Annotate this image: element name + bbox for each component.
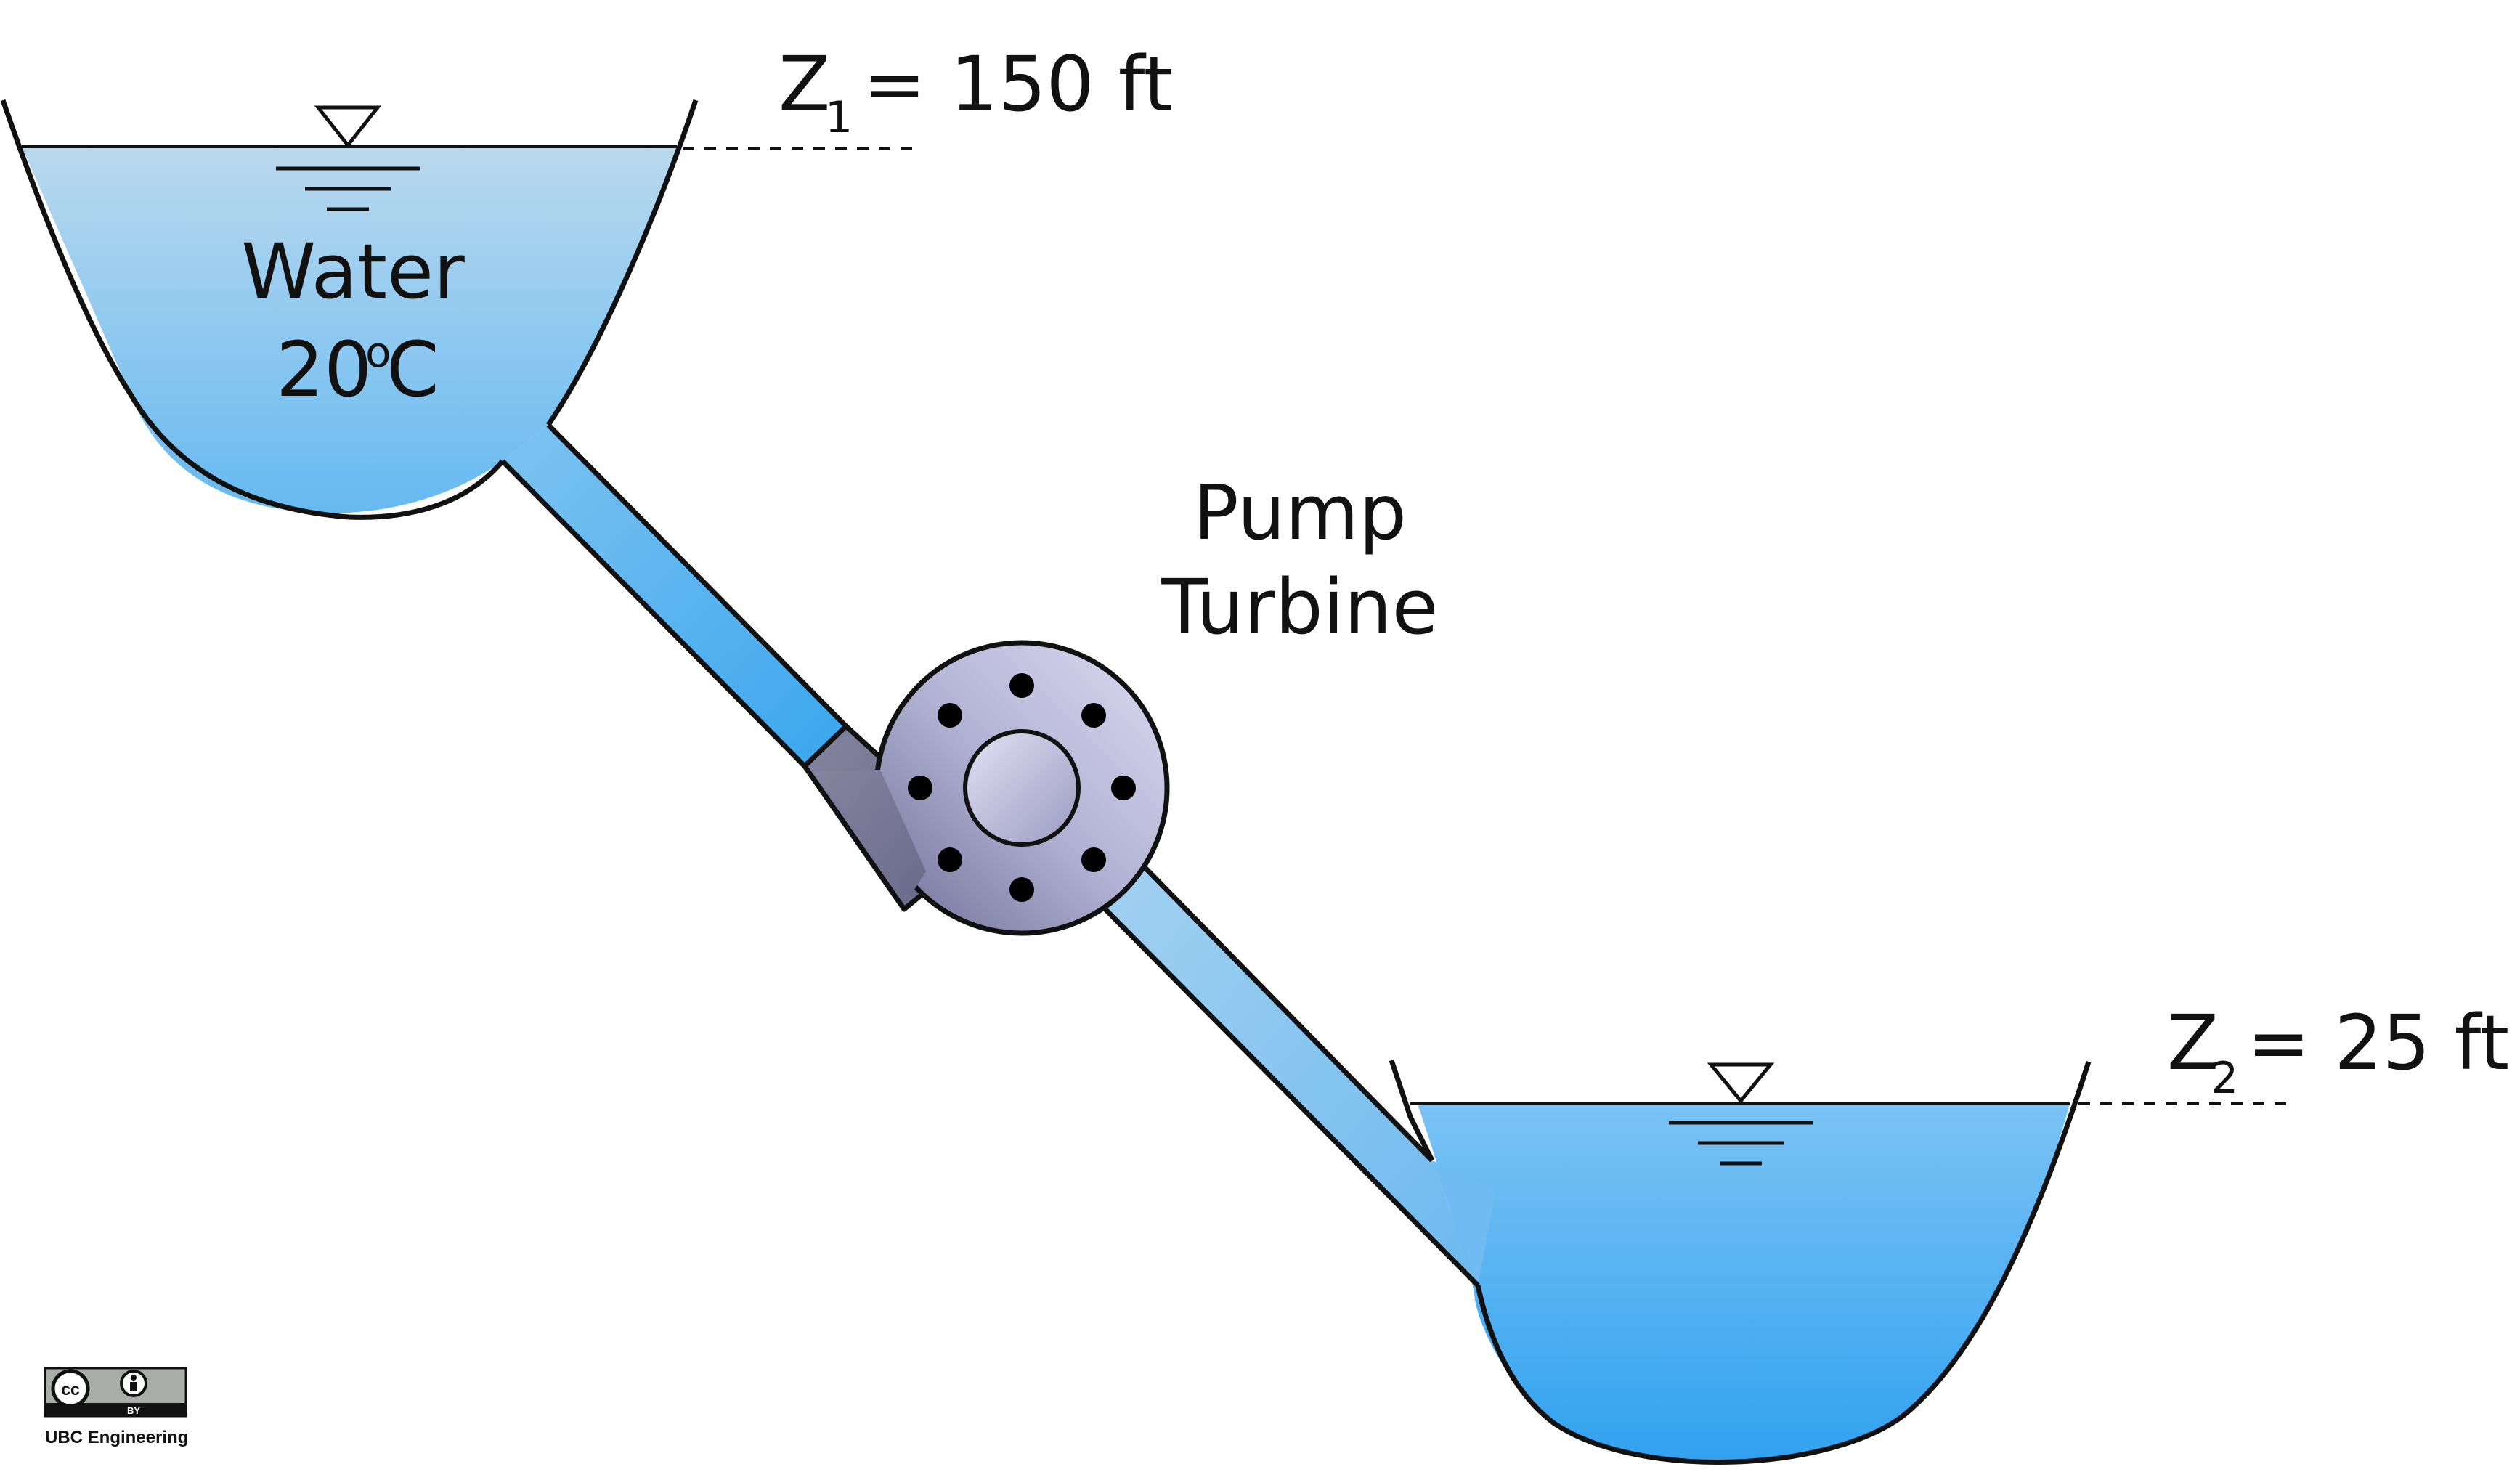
lower-elevation-label: Z 2 = 25 ft bbox=[2167, 999, 2509, 1104]
temperature-degree: o bbox=[365, 328, 391, 377]
upper-reservoir-left-wall bbox=[0, 99, 505, 520]
lower-free-surface-icon bbox=[1669, 1062, 1813, 1166]
cc-icon: cc bbox=[51, 1369, 90, 1408]
upper-reservoir-labels: Water 20 o C bbox=[241, 227, 465, 414]
lower-elevation-subscript: 2 bbox=[2211, 1053, 2238, 1104]
upper-elevation-symbol: Z bbox=[779, 40, 830, 129]
lower-reservoir bbox=[1389, 1059, 2295, 1465]
upper-reservoir-water bbox=[22, 147, 677, 513]
lower-elevation-symbol: Z bbox=[2167, 999, 2219, 1087]
machine-label-line1: Pump bbox=[1193, 468, 1407, 557]
lower-reservoir-left-wall bbox=[1389, 1059, 1435, 1162]
by-text: BY bbox=[127, 1405, 140, 1416]
pump-bolt-holes bbox=[908, 673, 1136, 902]
upper-pipe-segment bbox=[503, 425, 846, 766]
temperature-unit: C bbox=[386, 325, 439, 414]
upper-elevation-label: Z 1 = 150 ft bbox=[779, 40, 1173, 143]
upper-elevation-value: = 150 ft bbox=[863, 40, 1173, 129]
machine-label-line2: Turbine bbox=[1161, 563, 1438, 651]
pump-hub bbox=[963, 729, 1081, 847]
pump-turbine bbox=[802, 640, 1170, 936]
temperature-value: 20 bbox=[276, 325, 372, 414]
lower-elevation-value: = 25 ft bbox=[2247, 999, 2509, 1087]
lower-pipe-segment bbox=[1097, 864, 1478, 1285]
lower-reservoir-water bbox=[1418, 1104, 2070, 1463]
license-credit: UBC Engineering bbox=[45, 1428, 188, 1447]
penstock-pipe bbox=[500, 423, 1496, 1288]
machine-label: Pump Turbine bbox=[1161, 468, 1438, 651]
upper-reservoir bbox=[0, 99, 922, 520]
lower-reservoir-right-wall bbox=[1475, 1060, 2092, 1465]
upper-free-surface-icon bbox=[276, 105, 420, 211]
upper-reservoir-right-wall bbox=[546, 99, 699, 426]
cc-text: cc bbox=[61, 1380, 80, 1399]
attribution-person-icon bbox=[120, 1370, 147, 1397]
fluid-label: Water bbox=[241, 227, 465, 316]
cc-by-license-badge: cc BY UBC Engineering bbox=[44, 1367, 188, 1447]
upper-elevation-subscript: 1 bbox=[825, 92, 853, 143]
